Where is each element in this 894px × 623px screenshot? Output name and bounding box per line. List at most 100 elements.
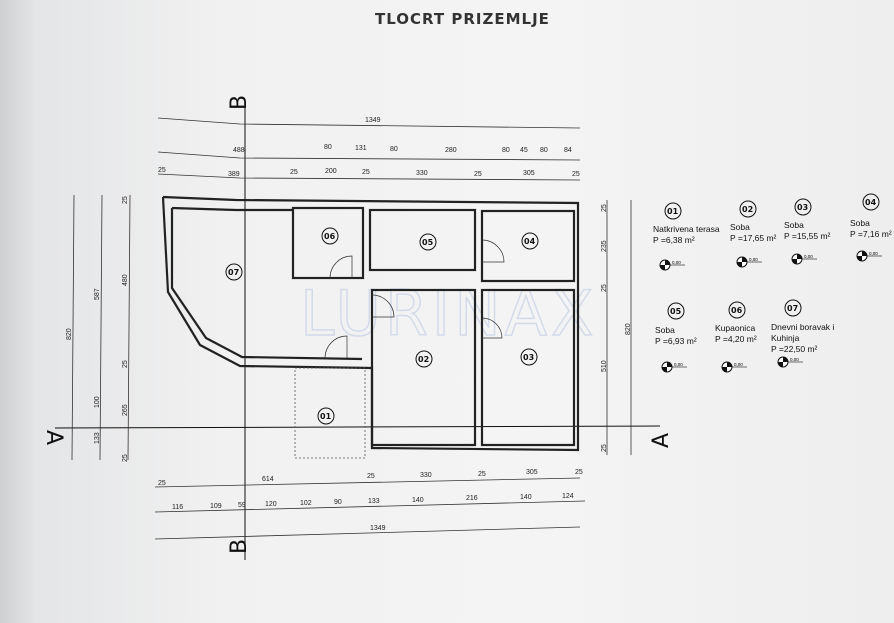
dim-label: 25: [122, 454, 129, 462]
level-value: 0,00: [674, 362, 683, 367]
svg-text:Kupaonica: Kupaonica: [715, 323, 755, 333]
dim-label: 80: [540, 147, 548, 154]
right-dimensions: 25 235 25 510 25 820: [601, 200, 632, 455]
svg-text:P =6,93 m²: P =6,93 m²: [655, 336, 697, 346]
dim-label: 216: [466, 495, 478, 502]
building-walls: [161, 195, 580, 459]
svg-text:01: 01: [667, 207, 679, 216]
dim-label: 25: [122, 196, 129, 204]
dim-label: 80: [324, 144, 332, 151]
dim-label: 80: [390, 146, 398, 153]
dim-label: 133: [94, 432, 101, 444]
level-marker-icon: 0,00: [659, 259, 685, 271]
dim-label: 330: [416, 170, 428, 177]
section-b-top-label: B: [227, 95, 252, 110]
dim-label: 614: [262, 476, 274, 483]
room-tag-04: 04: [524, 237, 536, 246]
dim-label: 25: [158, 167, 166, 174]
room-tag-06: 06: [324, 232, 336, 241]
dim-label: 133: [368, 498, 380, 505]
bottom-dimensions: 25 614 25 330 25 305 25 116 109 59 120 1…: [154, 469, 586, 540]
svg-text:05: 05: [670, 307, 682, 316]
level-value: 0,00: [734, 362, 743, 367]
dim-label: 820: [66, 328, 73, 340]
svg-text:Soba: Soba: [655, 325, 675, 335]
dim-label: 480: [122, 274, 129, 286]
room-tag-03: 03: [523, 353, 534, 362]
svg-text:Soba: Soba: [784, 220, 804, 230]
watermark: LURINAX: [300, 277, 597, 350]
dim-label: 25: [367, 473, 375, 480]
level-marker-icon: 0,00: [856, 250, 882, 262]
svg-text:06: 06: [731, 306, 743, 315]
svg-text:P =7,16 m²: P =7,16 m²: [850, 229, 892, 239]
dim-label: 25: [601, 444, 608, 452]
dim-label: 140: [412, 497, 424, 504]
dim-label: 587: [94, 288, 101, 300]
dim-label: 90: [334, 499, 342, 506]
level-value: 0,00: [749, 257, 758, 262]
level-marker-icon: 0,00: [777, 356, 803, 368]
section-a-right-label: A: [649, 433, 674, 448]
dim-label: 25: [601, 284, 608, 292]
top-dimensions: 1349 488 80 131 80 280 80 45 80 84 25 38…: [157, 117, 581, 181]
room-tag-07: 07: [228, 268, 239, 277]
dim-label: 265: [122, 404, 129, 416]
dim-label: 131: [355, 145, 367, 152]
dim-label: 305: [523, 170, 535, 177]
dim-label: 140: [520, 494, 532, 501]
room-tags: 07 06 05 04 02 03 01: [225, 227, 539, 425]
dim-label: 124: [562, 493, 574, 500]
level-marker-icon: 0,00: [736, 256, 762, 268]
svg-text:P =17,65 m²: P =17,65 m²: [730, 233, 777, 243]
level-marker-icon: 0,00: [791, 253, 817, 265]
dim-label: 25: [575, 469, 583, 476]
svg-text:P =22,50 m²: P =22,50 m²: [771, 344, 818, 354]
svg-text:P =15,55 m²: P =15,55 m²: [784, 231, 831, 241]
dim-label: 116: [172, 504, 183, 511]
section-a-left-label: A: [41, 430, 66, 445]
svg-text:Soba: Soba: [850, 218, 870, 228]
dim-label: 488: [233, 147, 245, 154]
dim-label: 1349: [365, 117, 381, 124]
level-value: 0,00: [804, 254, 813, 259]
dim-label: 820: [625, 323, 632, 335]
svg-text:02: 02: [742, 205, 753, 214]
section-line-a: A A: [41, 425, 674, 448]
dim-label: 84: [564, 147, 572, 154]
svg-text:Kuhinja: Kuhinja: [771, 333, 800, 343]
svg-text:P =4,20 m²: P =4,20 m²: [715, 334, 757, 344]
dim-label: 80: [502, 147, 510, 154]
svg-text:Soba: Soba: [730, 222, 750, 232]
dim-label: 25: [478, 471, 486, 478]
dim-label: 25: [290, 169, 298, 176]
room-tag-01: 01: [320, 412, 332, 421]
dim-label: 25: [362, 169, 370, 176]
room-tag-05: 05: [422, 238, 434, 247]
left-dimensions: 820 587 100 133 25 480 25 265 25: [66, 194, 131, 462]
svg-text:P =6,38 m²: P =6,38 m²: [653, 235, 695, 245]
dim-label: 102: [300, 500, 312, 507]
dim-label: 120: [265, 501, 277, 508]
level-marker-icon: 0,00: [661, 361, 687, 373]
dim-label: 25: [474, 171, 482, 178]
dim-label: 389: [228, 171, 240, 178]
level-marker-icon: 0,00: [721, 361, 747, 373]
level-value: 0,00: [869, 251, 878, 256]
dim-label: 280: [445, 147, 457, 154]
room-tag-02: 02: [418, 355, 429, 364]
dim-label: 25: [158, 480, 166, 487]
dim-label: 45: [520, 147, 528, 154]
svg-text:07: 07: [787, 304, 798, 313]
dim-label: 305: [526, 469, 538, 476]
section-b-bottom-label: B: [227, 539, 252, 554]
dim-label: 100: [94, 396, 101, 408]
dim-label: 200: [325, 168, 337, 175]
level-markers: 0,00 0,00 0,00 0,00 0,00 0,00 0,00: [659, 250, 882, 373]
level-value: 0,00: [672, 260, 681, 265]
